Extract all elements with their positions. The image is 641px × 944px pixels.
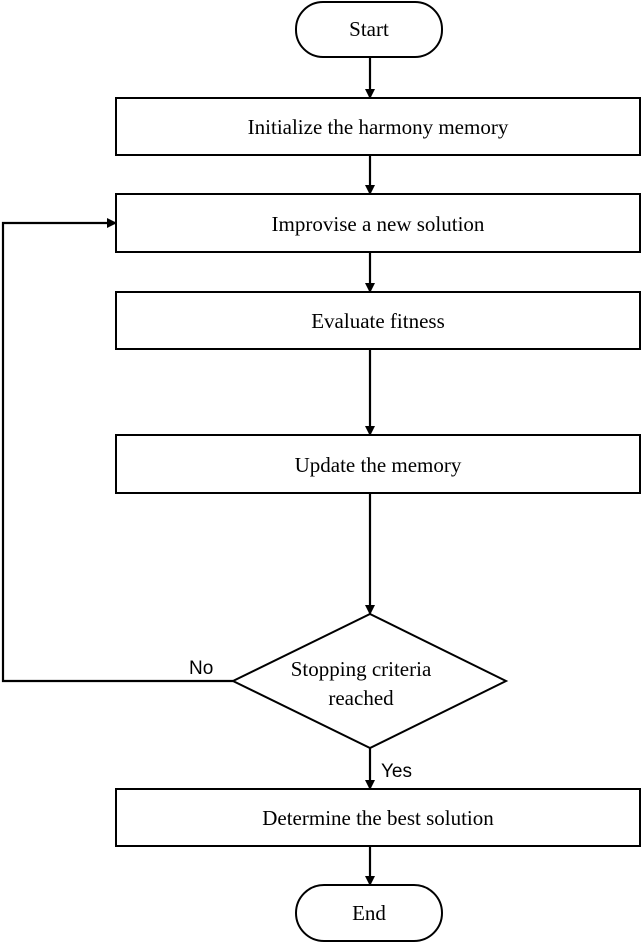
best-solution-label: Determine the best solution bbox=[262, 806, 494, 830]
start-node: Start bbox=[295, 1, 443, 58]
start-label: Start bbox=[349, 17, 389, 41]
evaluate-label: Evaluate fitness bbox=[311, 309, 445, 333]
init-node: Initialize the harmony memory bbox=[115, 97, 641, 156]
end-node: End bbox=[295, 884, 443, 942]
yes-branch-label: Yes bbox=[381, 761, 412, 782]
decision-label-line2: reached bbox=[328, 686, 394, 710]
best-solution-node: Determine the best solution bbox=[115, 788, 641, 847]
improvise-label: Improvise a new solution bbox=[272, 212, 485, 236]
decision-node: Stopping criteria reached bbox=[230, 612, 509, 750]
decision-label-line1: Stopping criteria bbox=[291, 657, 432, 681]
connectors bbox=[1, 57, 375, 886]
no-branch-label: No bbox=[189, 658, 213, 679]
update-node: Update the memory bbox=[115, 434, 641, 494]
arrow-no-loop-back bbox=[1, 218, 233, 683]
update-label: Update the memory bbox=[295, 453, 462, 477]
end-label: End bbox=[352, 901, 386, 925]
init-label: Initialize the harmony memory bbox=[248, 115, 509, 139]
evaluate-node: Evaluate fitness bbox=[115, 291, 641, 350]
improvise-node: Improvise a new solution bbox=[115, 193, 641, 253]
